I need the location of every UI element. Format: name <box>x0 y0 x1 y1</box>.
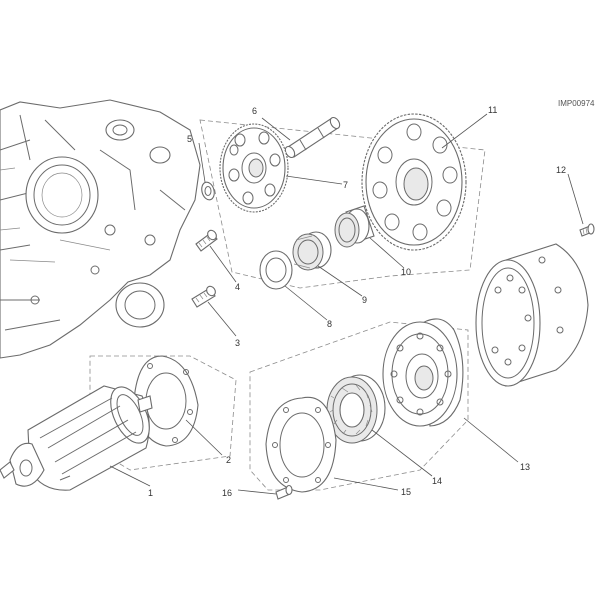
callout-1: 1 <box>148 488 153 498</box>
part-8-washer <box>259 250 293 290</box>
part-2-gasket <box>133 355 199 447</box>
part-15-gasket <box>265 396 337 493</box>
callout-12: 12 <box>556 165 566 175</box>
callout-15: 15 <box>401 487 411 497</box>
part-10-bushing <box>334 205 375 248</box>
callout-labels: 1 2 3 4 5 6 7 8 9 10 11 12 13 14 15 16 <box>148 105 566 498</box>
callout-6: 6 <box>252 106 257 116</box>
leader-lines <box>109 113 584 495</box>
drawing-code: IMP00974 <box>558 99 595 108</box>
crankcase <box>0 99 201 359</box>
part-3-bolt <box>191 285 216 308</box>
part-14-freewheel <box>326 374 386 444</box>
part-4-bolt <box>195 229 218 252</box>
group-outlines <box>89 119 486 491</box>
part-13-rotor <box>382 243 589 427</box>
callout-16: 16 <box>222 488 232 498</box>
callout-8: 8 <box>327 319 332 329</box>
callout-7: 7 <box>343 180 348 190</box>
callout-2: 2 <box>226 455 231 465</box>
callout-13: 13 <box>520 462 530 472</box>
callout-5: 5 <box>187 134 192 144</box>
part-11-large-gear <box>361 113 467 251</box>
callout-10: 10 <box>401 267 411 277</box>
part-6-shaft <box>284 116 341 159</box>
callout-14: 14 <box>432 476 442 486</box>
callout-9: 9 <box>362 295 367 305</box>
part-9-needle-bearing <box>292 231 332 271</box>
callout-3: 3 <box>235 338 240 348</box>
part-5-washer <box>201 181 215 201</box>
part-7-idler-gear <box>219 123 289 213</box>
callout-11: 11 <box>488 105 497 115</box>
part-1-starter-motor <box>0 385 153 491</box>
part-12-screw <box>579 223 595 237</box>
part-16-screw <box>275 484 293 500</box>
callout-4: 4 <box>235 282 240 292</box>
